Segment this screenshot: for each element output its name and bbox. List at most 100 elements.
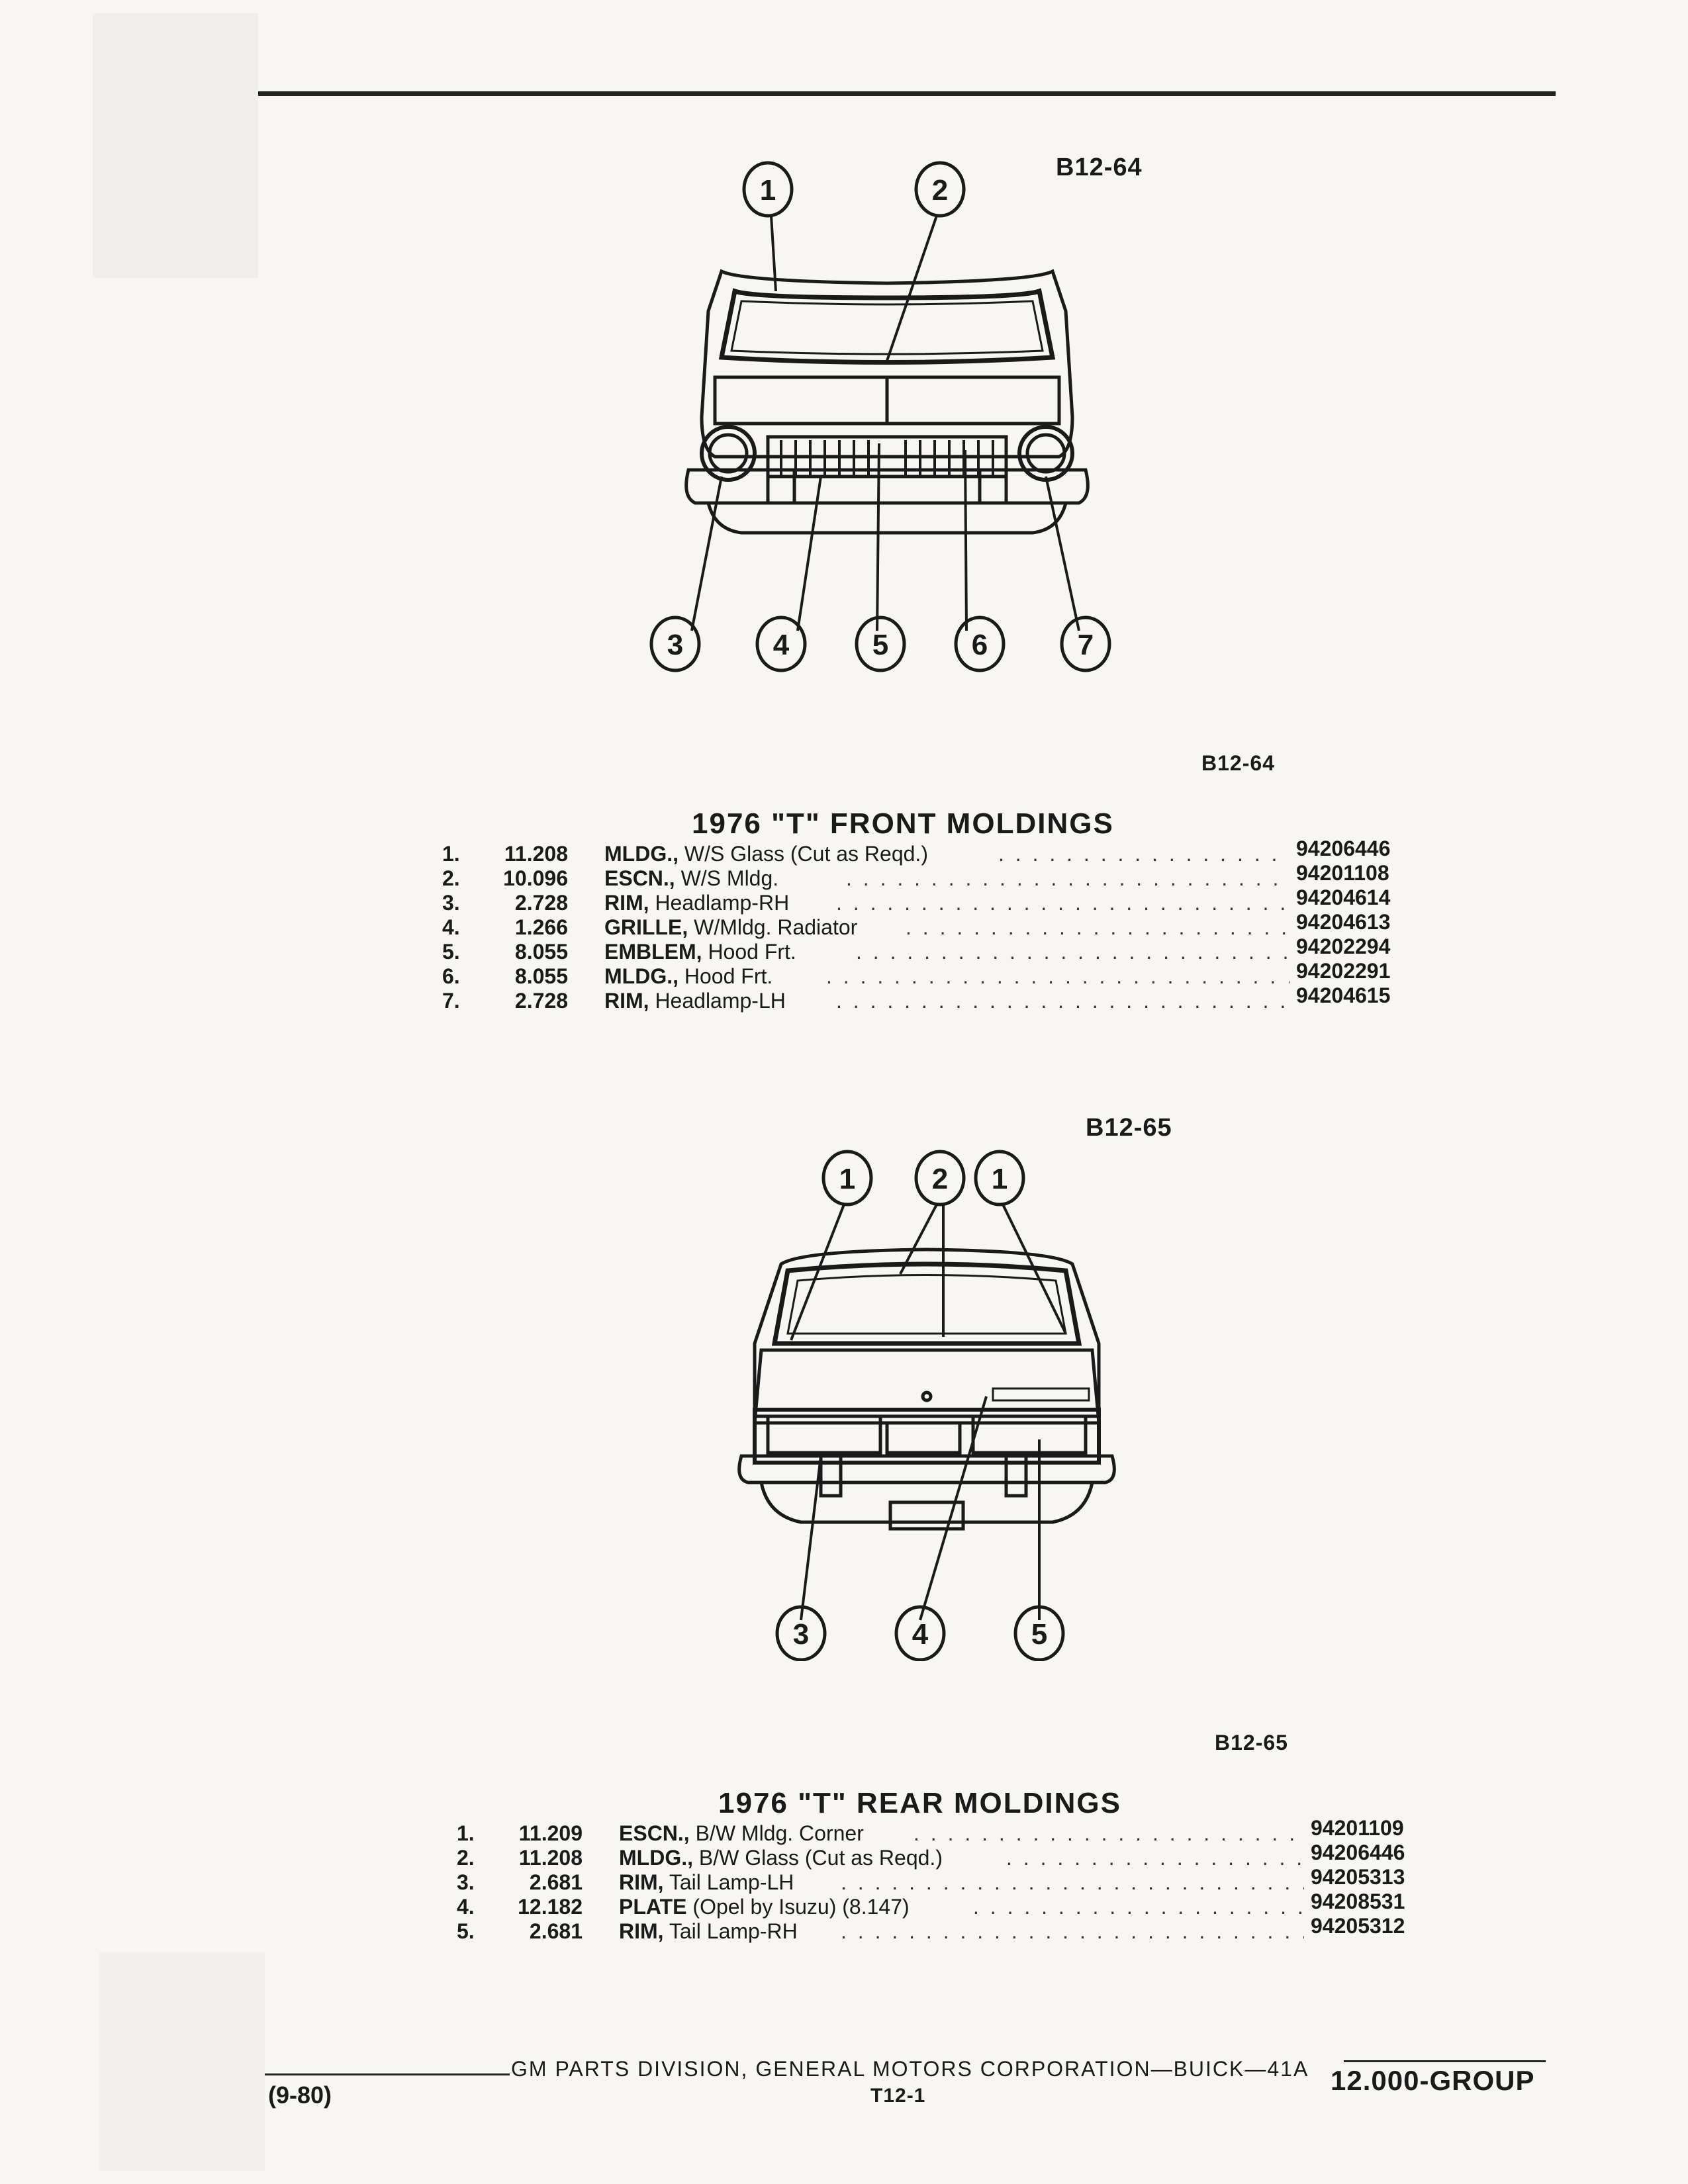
group-number: 10.096	[503, 866, 568, 890]
callout-4: 4	[894, 1605, 946, 1661]
callout-label: 6	[972, 629, 988, 661]
scan-noise	[99, 1952, 265, 2171]
callout-3: 3	[775, 1605, 827, 1661]
callout-5: 5	[1013, 1605, 1065, 1661]
group-number: 2.681	[529, 1870, 583, 1894]
callout-3: 3	[649, 615, 701, 672]
item-number: 1.	[457, 1821, 475, 1845]
callout-1: 1	[742, 161, 794, 218]
leader-dots: . . . . . . . . . . . . . . . . . . . . …	[826, 964, 1289, 988]
callout-label: 7	[1078, 629, 1094, 661]
callout-label: 5	[872, 629, 888, 661]
group-number: 2.681	[529, 1919, 583, 1943]
callout-label: 1	[760, 174, 776, 206]
part-number: 94204613	[1296, 910, 1391, 934]
item-number: 6.	[442, 964, 460, 988]
item-desc-text: Headlamp-RH	[649, 891, 790, 915]
list-item: 1. 11.208 MLDG., W/S Glass (Cut as Reqd.…	[442, 837, 1409, 866]
item-description: RIM, Headlamp-LH	[604, 989, 786, 1013]
leader-dots: . . . . . . . . . . . . . . . . . . . . …	[856, 940, 1289, 964]
part-number: 94205313	[1311, 1865, 1405, 1889]
item-number: 1.	[442, 842, 460, 866]
rear-moldings-diagram: 1 2 1 3 4 5	[737, 1150, 1116, 1661]
item-description: MLDG., W/S Glass (Cut as Reqd.)	[604, 842, 928, 866]
item-desc-text: Hood Frt.	[702, 940, 796, 964]
group-number: 2.728	[514, 891, 568, 915]
item-desc-text: Tail Lamp-RH	[663, 1919, 798, 1943]
callout-label: 3	[793, 1618, 809, 1651]
section-title-front: 1976 "T" FRONT MOLDINGS	[692, 807, 1114, 840]
callout-2: 2	[914, 161, 966, 218]
group-number: 1.266	[514, 915, 568, 939]
callout-label: 1	[992, 1163, 1008, 1195]
group-number: 11.208	[504, 842, 568, 866]
leader-dots: . . . . . . . . . . . . . . . . . . . . …	[914, 1821, 1304, 1845]
group-number: 8.055	[514, 940, 568, 964]
leader-dots: . . . . . . . . . . . . . . . . . . . . …	[836, 891, 1289, 915]
group-number: 11.208	[518, 1846, 583, 1870]
front-moldings-diagram: 1 2 3 4	[649, 161, 1111, 672]
group-number: 2.728	[514, 989, 568, 1013]
item-description: MLDG., B/W Glass (Cut as Reqd.)	[619, 1846, 943, 1870]
group-number: 8.055	[514, 964, 568, 988]
callout-label: 2	[932, 1163, 948, 1195]
group-number: 12.182	[518, 1895, 583, 1919]
item-description: EMBLEM, Hood Frt.	[604, 940, 796, 964]
front-parts-list: 1. 11.208 MLDG., W/S Glass (Cut as Reqd.…	[442, 837, 1409, 1013]
list-item: 3. 2.681 RIM, Tail Lamp-LH . . . . . . .…	[457, 1865, 1423, 1895]
callout-label: 4	[773, 629, 790, 661]
figure-code: B12-64	[1201, 751, 1275, 775]
figure-code: B12-65	[1215, 1731, 1288, 1754]
item-description: RIM, Tail Lamp-RH	[619, 1919, 798, 1944]
part-number: 94206446	[1296, 837, 1391, 860]
item-description: MLDG., Hood Frt.	[604, 964, 773, 989]
callout-2: 2	[914, 1150, 966, 1206]
item-desc-text: Hood Frt.	[678, 964, 773, 988]
list-item: 5. 8.055 EMBLEM, Hood Frt. . . . . . . .…	[442, 934, 1409, 964]
footer-rule-left	[265, 2073, 510, 2075]
list-item: 2. 10.096 ESCN., W/S Mldg. . . . . . . .…	[442, 861, 1409, 891]
part-number: 94204614	[1296, 886, 1391, 909]
item-desc-text: Headlamp-LH	[649, 989, 786, 1013]
item-desc-text: B/W Glass (Cut as Reqd.)	[692, 1846, 943, 1870]
item-desc-text: (Opel by Isuzu) (8.147)	[686, 1895, 910, 1919]
item-name: RIM,	[619, 1870, 664, 1894]
callout-label: 2	[932, 174, 948, 206]
item-number: 7.	[442, 989, 460, 1013]
list-item: 1. 11.209 ESCN., B/W Mldg. Corner . . . …	[457, 1816, 1423, 1846]
callout-label: 4	[912, 1618, 929, 1651]
list-item: 4. 12.182 PLATE (Opel by Isuzu) (8.147) …	[457, 1889, 1423, 1919]
footer-page-number: T12-1	[870, 2085, 926, 2107]
item-name: MLDG.,	[604, 842, 679, 866]
item-name: ESCN.,	[619, 1821, 690, 1845]
callout-label: 3	[667, 629, 683, 661]
callout-7: 7	[1060, 615, 1111, 672]
item-desc-text: B/W Mldg. Corner	[689, 1821, 864, 1845]
item-description: ESCN., W/S Mldg.	[604, 866, 778, 891]
item-number: 4.	[442, 915, 460, 939]
callout-label: 5	[1031, 1618, 1047, 1651]
list-item: 7. 2.728 RIM, Headlamp-LH . . . . . . . …	[442, 983, 1409, 1013]
item-desc-text: Tail Lamp-LH	[663, 1870, 794, 1894]
item-name: RIM,	[619, 1919, 664, 1943]
callout-label: 1	[839, 1163, 855, 1195]
leader-dots: . . . . . . . . . . . . . . . . . . . . …	[841, 1870, 1304, 1894]
footer-publisher: GM PARTS DIVISION, GENERAL MOTORS CORPOR…	[511, 2057, 1309, 2081]
item-number: 5.	[457, 1919, 475, 1943]
callout-1-right: 1	[974, 1150, 1025, 1206]
figure-code: B12-64	[1056, 154, 1143, 181]
footer-rule-right	[1344, 2060, 1546, 2062]
footer-date: (9-80)	[268, 2081, 332, 2109]
leader-dots: . . . . . . . . . . . . . . . . . . . . …	[1006, 1846, 1304, 1870]
list-item: 5. 2.681 RIM, Tail Lamp-RH . . . . . . .…	[457, 1914, 1423, 1944]
rear-parts-list: 1. 11.209 ESCN., B/W Mldg. Corner . . . …	[457, 1816, 1423, 1944]
item-number: 3.	[442, 891, 460, 915]
item-name: RIM,	[604, 891, 649, 915]
section-title-rear: 1976 "T" REAR MOLDINGS	[718, 1787, 1121, 1819]
part-number: 94202291	[1296, 959, 1391, 983]
leader-dots: . . . . . . . . . . . . . . . . . . . . …	[906, 915, 1289, 939]
leader-dots: . . . . . . . . . . . . . . . . . . . . …	[841, 1919, 1304, 1943]
callout-4: 4	[755, 615, 807, 672]
group-number: 11.209	[518, 1821, 583, 1845]
item-description: ESCN., B/W Mldg. Corner	[619, 1821, 864, 1846]
